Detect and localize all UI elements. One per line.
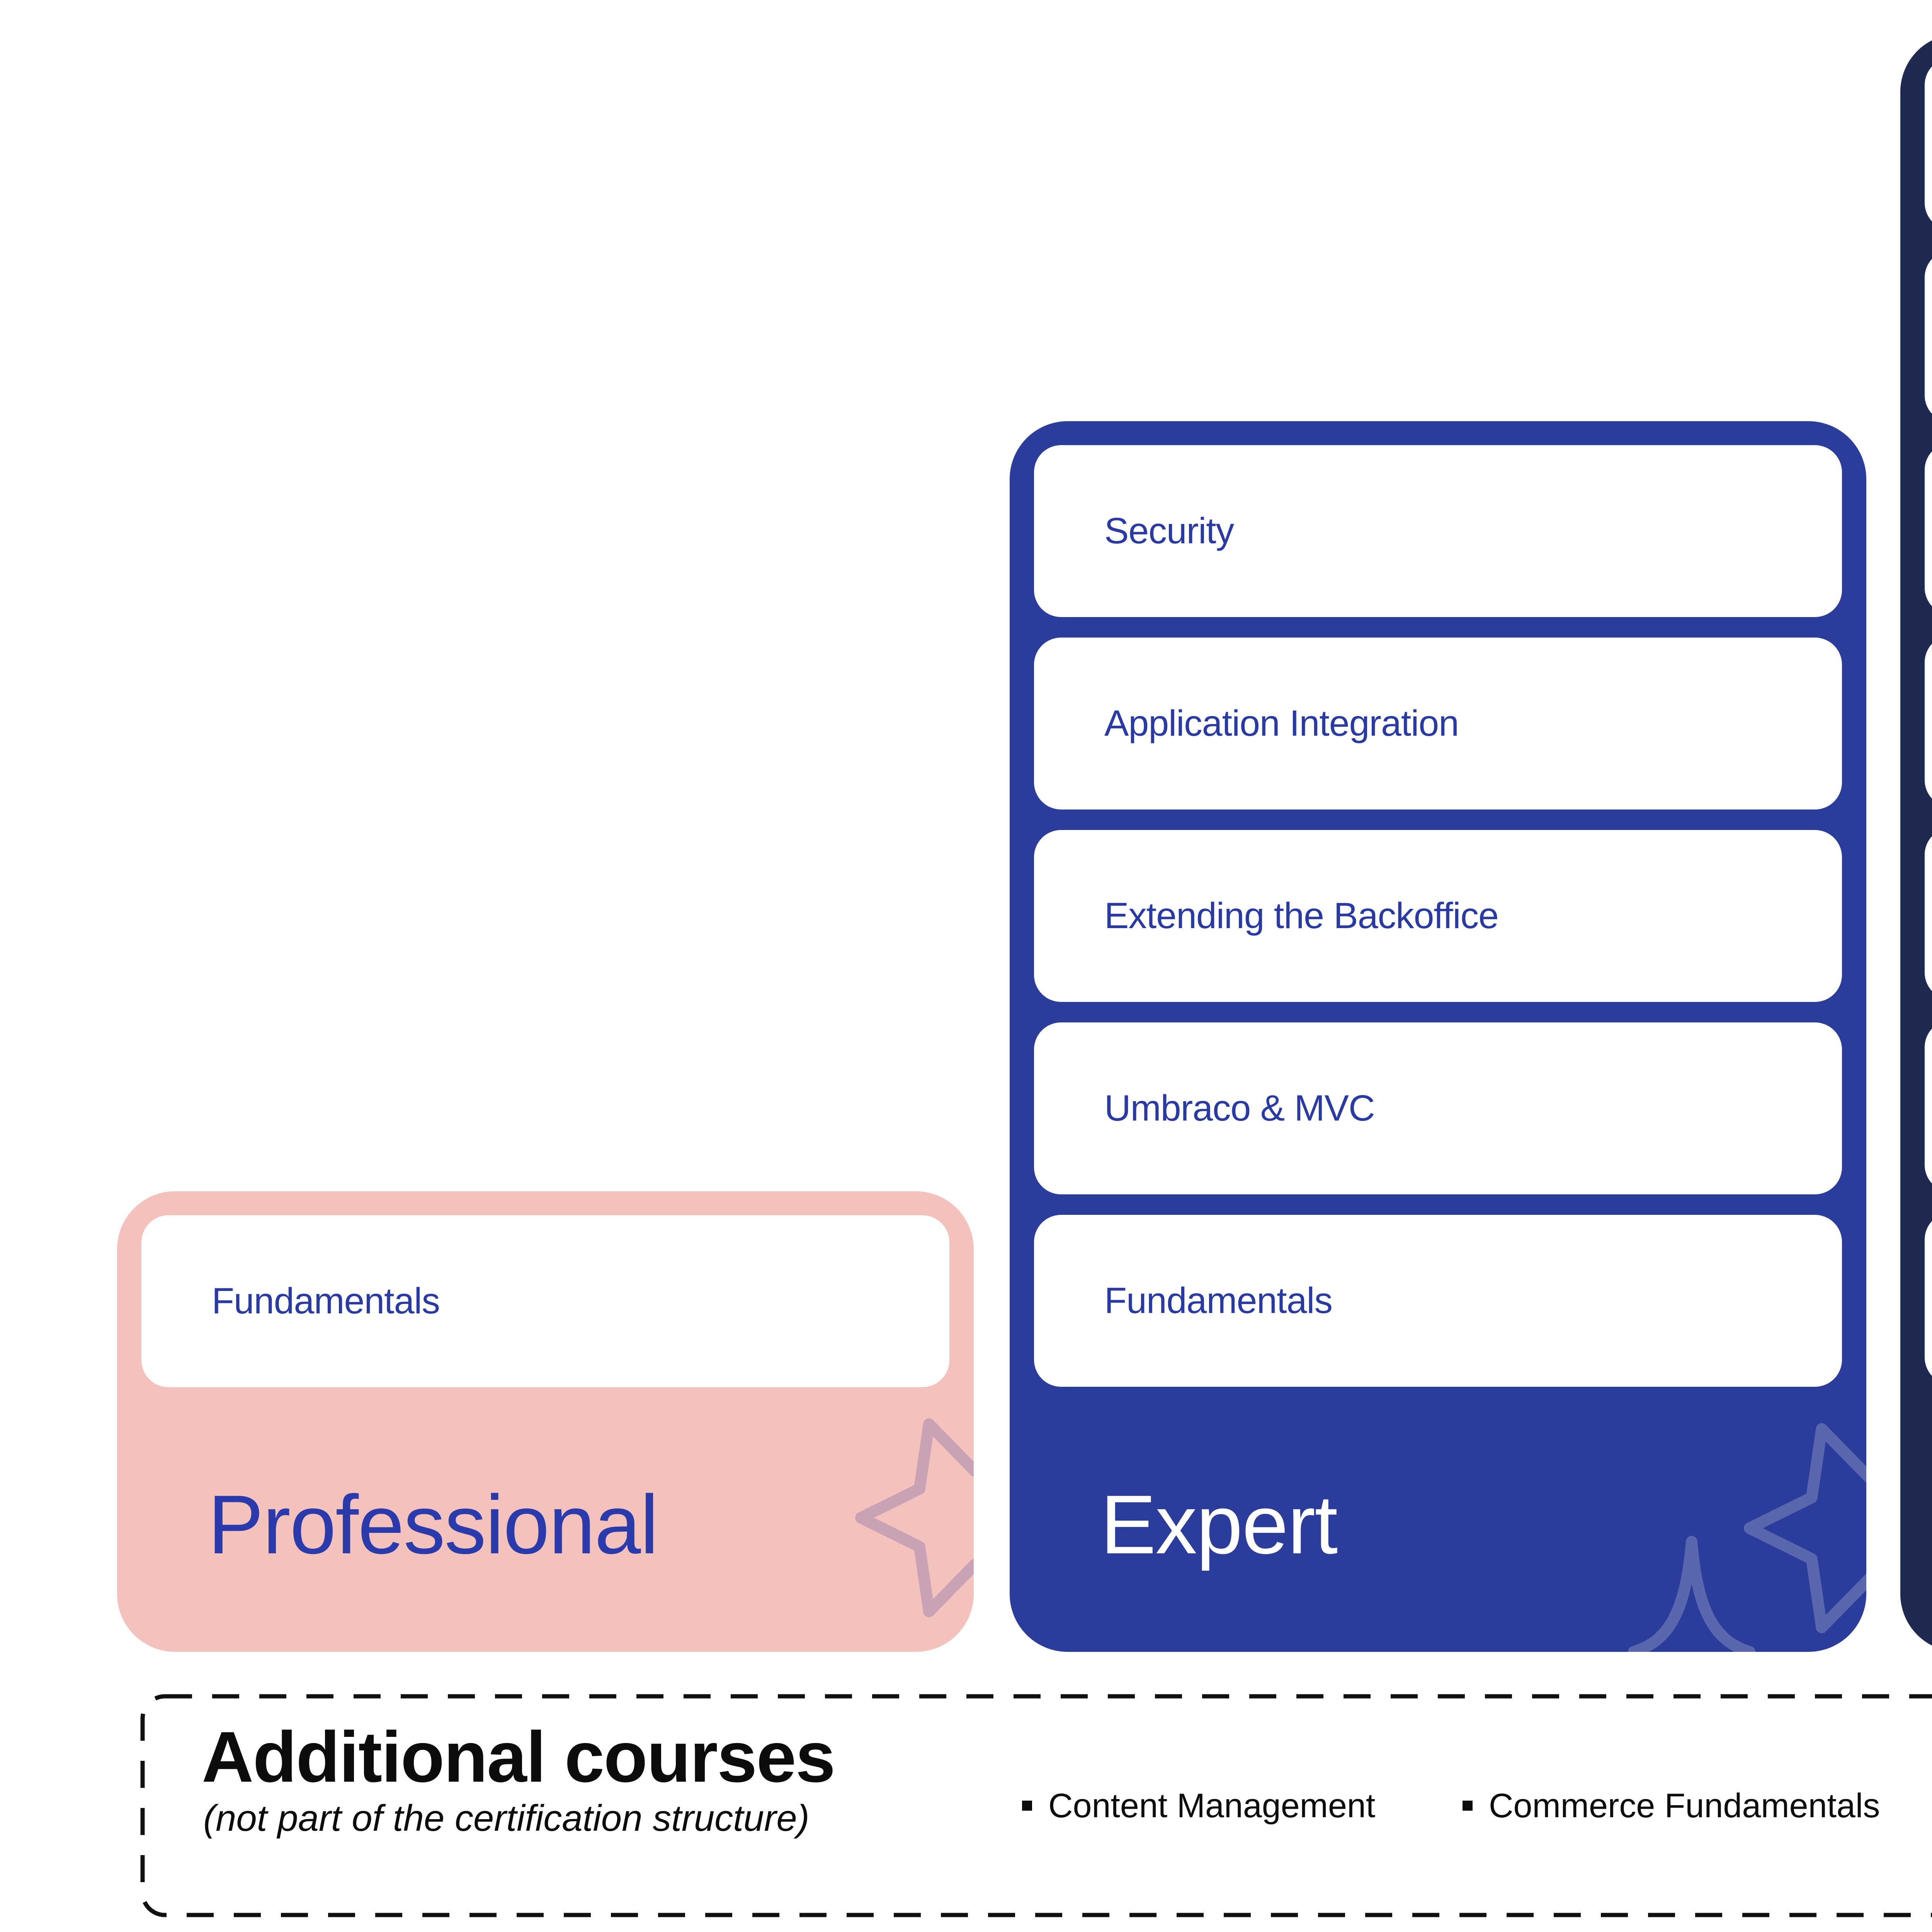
additional-course-item: Commerce Fundamentals [1463, 1786, 1880, 1825]
star-icon [1726, 1401, 1866, 1652]
column-master: Load BalancingSearching & IndexingSecuri… [1900, 34, 1932, 1652]
course-card: Application Integration [1034, 638, 1842, 810]
bullet-square-icon [1463, 1801, 1473, 1811]
additional-course-item-label: Content Management [1048, 1786, 1376, 1825]
course-card: Security [1925, 443, 1932, 615]
bullet-square-icon [1022, 1801, 1032, 1811]
course-card: Searching & Indexing [1925, 250, 1932, 422]
additional-courses-box: Additional courses (not part of the cert… [140, 1694, 1932, 1918]
additional-courses-title: Additional courses [202, 1717, 835, 1797]
course-card: Application Integration [1925, 635, 1932, 807]
course-card: Extending the Backoffice [1034, 830, 1842, 1002]
additional-courses-subtitle: (not part of the certification structure… [203, 1798, 810, 1839]
sparkle-icon [1626, 1528, 1757, 1652]
course-card: Fundamentals [1925, 1213, 1932, 1384]
course-card-label: Umbraco & MVC [1104, 1088, 1375, 1129]
course-card: Fundamentals [1034, 1215, 1842, 1387]
course-card: Security [1034, 445, 1842, 617]
course-card: Extending the Backoffice [1925, 828, 1932, 1000]
star-icon [840, 1398, 974, 1638]
column-professional: Fundamentals Professional [117, 1191, 974, 1652]
level-title-expert: Expert [1100, 1478, 1338, 1571]
additional-course-item-label: Commerce Fundamentals [1489, 1786, 1880, 1825]
course-card-label: Fundamentals [1104, 1280, 1333, 1321]
level-title-professional: Professional [208, 1478, 659, 1571]
course-card: Fundamentals [141, 1215, 949, 1387]
additional-course-item: Content Management [1022, 1786, 1375, 1825]
course-card: Load Balancing [1925, 58, 1932, 230]
dashed-border [140, 1694, 1932, 1917]
course-card-label: Security [1104, 510, 1234, 551]
course-card-label: Fundamentals [212, 1281, 440, 1321]
course-card: Umbraco & MVC [1034, 1022, 1842, 1194]
course-card-label: Extending the Backoffice [1104, 895, 1499, 936]
course-card-label: Application Integration [1104, 703, 1459, 744]
course-card: Umbraco & MVC [1925, 1020, 1932, 1192]
